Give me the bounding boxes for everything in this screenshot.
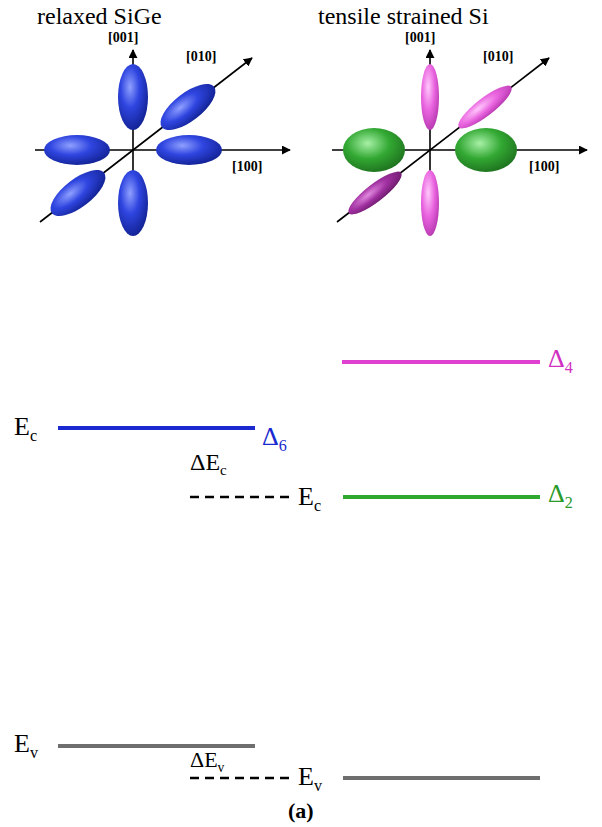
valley-label: Δ6: [262, 424, 287, 450]
axis-label: [100]: [529, 160, 559, 174]
axis-label: [010]: [186, 50, 216, 64]
valley-label: Δ2: [548, 481, 573, 507]
band-edge-label: Ec: [298, 484, 321, 510]
axis-label: [001]: [108, 31, 138, 45]
valley-label: Δ4: [548, 346, 573, 372]
band-lines: [58, 362, 540, 778]
axis-label: [100]: [232, 160, 262, 174]
band-offset-label: ΔEc: [190, 450, 227, 474]
column-heading: tensile strained Si: [318, 4, 489, 28]
axis-label: [010]: [483, 50, 513, 64]
column-heading: relaxed SiGe: [37, 4, 162, 28]
figure-caption: (a): [288, 800, 314, 822]
band-edge-label: Ev: [14, 731, 38, 757]
strained-si-valleys: [332, 50, 587, 236]
band-edge-label: Ev: [298, 764, 322, 790]
axis-label: [001]: [405, 31, 435, 45]
sige-valleys: [35, 50, 290, 236]
band-offset-label: ΔEv: [190, 749, 224, 771]
band-edge-label: Ec: [14, 414, 37, 440]
